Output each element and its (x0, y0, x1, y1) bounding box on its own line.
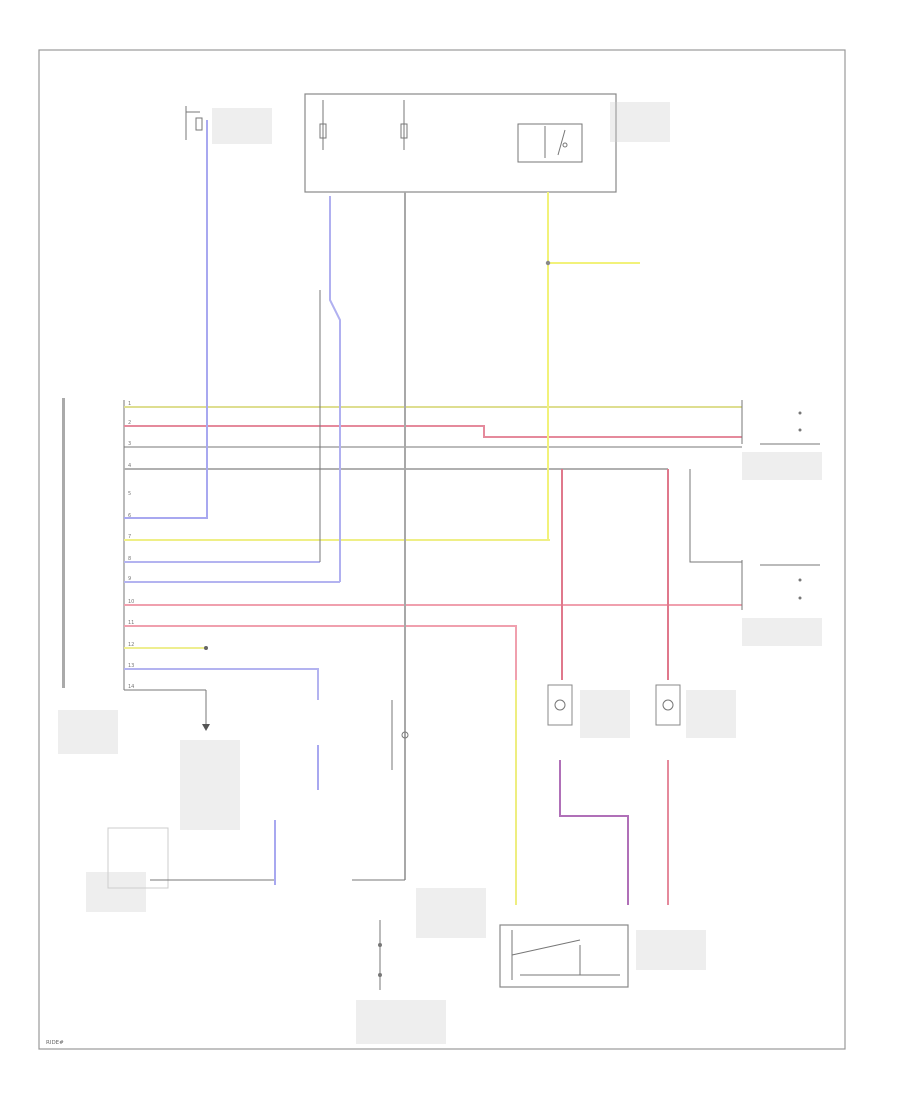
diagram-frame (38, 49, 846, 1050)
svg-text:4: 4 (128, 463, 131, 469)
fuse-relay-box (304, 93, 617, 193)
wire-blue-short (124, 668, 319, 700)
splice-dot-left (204, 646, 208, 650)
fuse-1-icon (319, 100, 327, 150)
svg-text:8: 8 (128, 556, 131, 562)
caption-placeholders (58, 102, 822, 1044)
svg-text:3: 3 (128, 441, 131, 447)
lamp-right-icon (655, 684, 681, 726)
svg-text:9: 9 (128, 576, 131, 582)
switch-contacts-icon (511, 930, 620, 980)
svg-text:14: 14 (128, 684, 134, 690)
wire-blue-left-vertical (124, 120, 208, 519)
footer-tag: RIDE# (46, 1040, 64, 1046)
wire-red-short (124, 625, 517, 680)
fuse-junction-left (185, 106, 203, 140)
yellow-splice (545, 260, 551, 266)
svg-text:10: 10 (128, 599, 134, 605)
svg-text:12: 12 (128, 642, 134, 648)
wire-violet-loop (559, 760, 629, 905)
relay-icon (517, 123, 583, 163)
wire-red-top (124, 425, 742, 438)
center-connector-icon (391, 700, 409, 770)
svg-text:13: 13 (128, 663, 134, 669)
wire-black-right (689, 469, 742, 563)
left-rear-speaker-connector (741, 560, 820, 610)
wire-blue-fuse-down (329, 196, 341, 582)
left-pin-numbers: 1 2 3 4 5 6 7 8 9 10 11 12 13 14 (128, 401, 134, 690)
lamp-left-icon (547, 684, 573, 726)
svg-text:1: 1 (128, 401, 131, 407)
svg-text:6: 6 (128, 513, 131, 519)
ground-switch-icon (352, 879, 405, 990)
fuse-2-icon (400, 100, 408, 150)
svg-text:2: 2 (128, 420, 131, 426)
svg-text:11: 11 (128, 620, 134, 626)
connector-block-left (62, 398, 65, 688)
down-arrow-icon (202, 724, 210, 731)
svg-text:5: 5 (128, 491, 131, 497)
svg-text:7: 7 (128, 534, 131, 540)
right-rear-speaker-connector (741, 400, 820, 445)
lower-left-module (107, 827, 275, 889)
switch-box-bottom (499, 924, 629, 988)
